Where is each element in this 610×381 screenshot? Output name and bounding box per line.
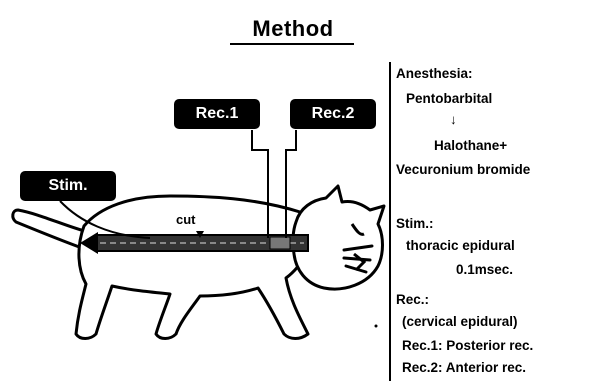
stim-site: thoracic epidural — [406, 236, 515, 256]
rec1-label: Rec.1 — [174, 99, 260, 129]
stim-heading: Stim.: — [396, 214, 434, 234]
rec2-label: Rec.2 — [290, 99, 376, 129]
electrode-anterior — [270, 237, 290, 249]
stray-dot — [375, 325, 378, 328]
method-details-panel: Anesthesia: Pentobarbital ↓ Halothane+ V… — [396, 64, 610, 381]
rec1-description: Rec.1: Posterior rec. — [402, 336, 533, 356]
anesthesia-drug-3: Vecuronium bromide — [396, 160, 530, 180]
rec2-description: Rec.2: Anterior rec. — [402, 358, 526, 378]
stim-label: Stim. — [20, 171, 116, 201]
rec-heading: Rec.: — [396, 290, 429, 310]
anesthesia-heading: Anesthesia: — [396, 64, 473, 84]
panel-divider — [389, 62, 391, 381]
anesthesia-drug-1: Pentobarbital — [406, 89, 492, 109]
down-arrow-icon: ↓ — [450, 110, 457, 130]
rec-site: (cervical epidural) — [402, 312, 518, 332]
stim-duration: 0.1msec. — [456, 260, 513, 280]
anesthesia-drug-2: Halothane+ — [434, 136, 507, 156]
cut-label: cut — [176, 212, 196, 227]
